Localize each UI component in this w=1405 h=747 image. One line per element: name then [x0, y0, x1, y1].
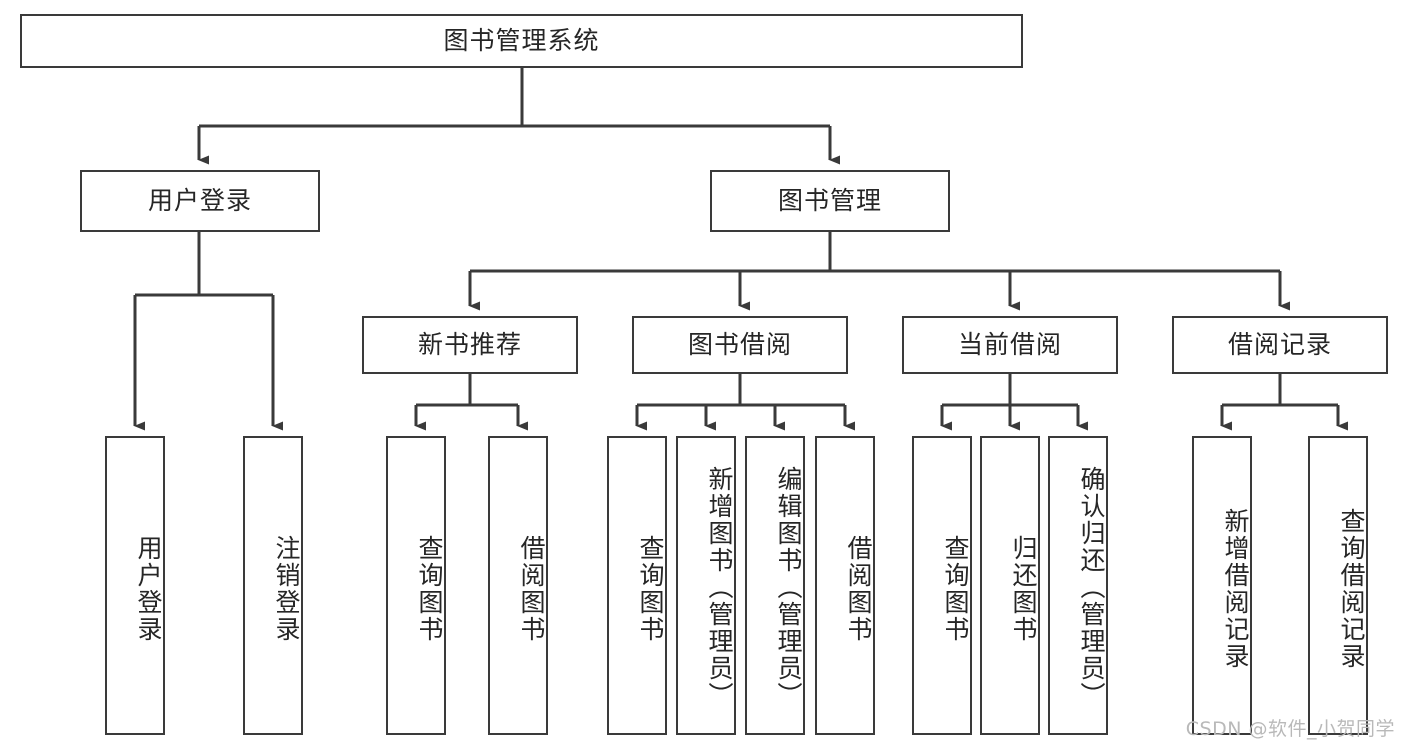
node-label: 图书借阅: [687, 330, 792, 359]
node-label: 图书管理: [777, 186, 882, 215]
node-leaf-borrow-book-1[interactable]: 借阅图书: [488, 436, 548, 735]
node-leaf-user-login[interactable]: 用户登录: [105, 436, 165, 735]
node-leaf-confirm-return[interactable]: 确认归还（管理员）: [1048, 436, 1108, 735]
node-book-management-system[interactable]: 图书管理系统: [20, 14, 1023, 68]
node-leaf-query-book-2[interactable]: 查询图书: [607, 436, 667, 735]
node-label: 用户登录: [147, 186, 252, 215]
node-borrow-record[interactable]: 借阅记录: [1172, 316, 1388, 374]
node-label: 新增借阅记录: [1221, 507, 1250, 670]
node-book-borrow[interactable]: 图书借阅: [632, 316, 848, 374]
node-new-book-recommend[interactable]: 新书推荐: [362, 316, 578, 374]
node-book-management[interactable]: 图书管理: [710, 170, 950, 232]
node-label: 编辑图书（管理员）: [774, 466, 803, 709]
node-label: 查询图书: [415, 534, 444, 643]
node-label: 借阅图书: [844, 534, 873, 643]
node-label: 确认归还（管理员）: [1077, 466, 1106, 709]
node-user-login[interactable]: 用户登录: [80, 170, 320, 232]
node-current-borrow[interactable]: 当前借阅: [902, 316, 1118, 374]
node-leaf-query-borrow-record[interactable]: 查询借阅记录: [1308, 436, 1368, 735]
node-leaf-logout-login[interactable]: 注销登录: [243, 436, 303, 735]
node-label: 注销登录: [272, 534, 301, 643]
node-leaf-query-book-1[interactable]: 查询图书: [386, 436, 446, 735]
node-label: 归还图书: [1009, 534, 1038, 643]
node-label: 图书管理系统: [443, 26, 600, 55]
node-label: 查询借阅记录: [1337, 507, 1366, 670]
node-label: 用户登录: [134, 534, 163, 643]
node-leaf-borrow-book-2[interactable]: 借阅图书: [815, 436, 875, 735]
node-leaf-edit-book[interactable]: 编辑图书（管理员）: [745, 436, 805, 735]
node-leaf-add-borrow-record[interactable]: 新增借阅记录: [1192, 436, 1252, 735]
node-label: 查询图书: [636, 534, 665, 643]
node-label: 新增图书（管理员）: [705, 466, 734, 709]
node-leaf-add-book[interactable]: 新增图书（管理员）: [676, 436, 736, 735]
node-label: 新书推荐: [417, 330, 522, 359]
node-leaf-query-book-3[interactable]: 查询图书: [912, 436, 972, 735]
node-label: 当前借阅: [957, 330, 1062, 359]
node-label: 查询图书: [941, 534, 970, 643]
node-label: 借阅图书: [517, 534, 546, 643]
csdn-watermark: CSDN @软件_小贺同学: [1185, 718, 1395, 740]
node-leaf-return-book[interactable]: 归还图书: [980, 436, 1040, 735]
node-label: 借阅记录: [1227, 330, 1332, 359]
